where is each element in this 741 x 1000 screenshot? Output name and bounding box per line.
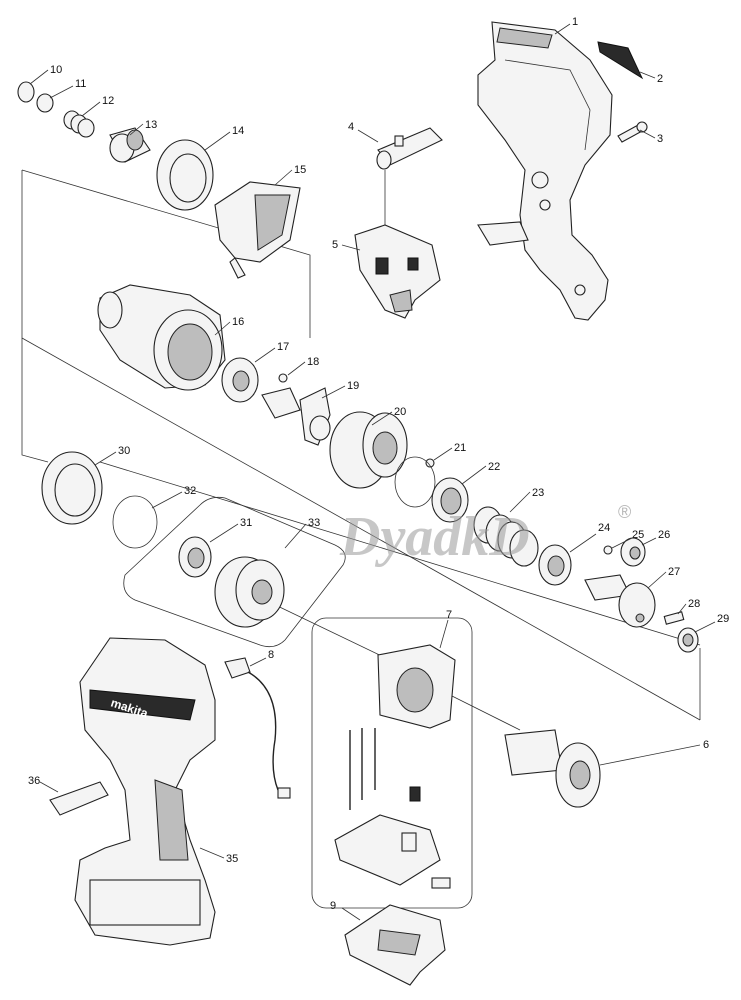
- part-10-retaining-ring: [17, 81, 35, 103]
- label-35: 35: [226, 853, 238, 865]
- label-15: 15: [294, 164, 306, 176]
- label-6: 6: [703, 739, 709, 751]
- label-17: 17: [277, 341, 289, 353]
- part-15-case-cover: [214, 181, 301, 279]
- part-14-bumper-ring: [156, 139, 214, 211]
- part-7-motor-housing-controller: [334, 644, 456, 889]
- part-11-washer: [36, 93, 54, 113]
- label-19: 19: [347, 380, 359, 392]
- part-21-o-ring-line: [394, 456, 436, 508]
- label-9: 9: [330, 900, 336, 912]
- watermark-text: DyadkD: [339, 506, 530, 568]
- part-16-hammer-case: [97, 284, 226, 391]
- label-3: 3: [657, 133, 663, 145]
- label-1: 1: [572, 16, 578, 28]
- part-31-bearing: [178, 536, 212, 578]
- label-10: 10: [50, 64, 62, 76]
- part-26-gear: [620, 537, 646, 567]
- part-27-spindle: [584, 574, 656, 628]
- label-2: 2: [657, 73, 663, 85]
- part-30-ring: [41, 451, 103, 525]
- part-29-thrust-washer: [677, 627, 699, 653]
- label-32: 32: [184, 485, 196, 497]
- part-8-led-wire: [224, 657, 291, 799]
- label-31: 31: [240, 517, 252, 529]
- label-30: 30: [118, 445, 130, 457]
- label-24: 24: [598, 522, 610, 534]
- label-21: 21: [454, 442, 466, 454]
- label-28: 28: [688, 598, 700, 610]
- label-22: 22: [488, 461, 500, 473]
- part-23-compression-spring: [473, 506, 539, 567]
- label-13: 13: [145, 119, 157, 131]
- label-25: 25: [632, 529, 644, 541]
- label-18: 18: [307, 356, 319, 368]
- label-7: 7: [446, 609, 452, 621]
- label-4: 4: [348, 121, 354, 133]
- part-18-ball: [278, 373, 288, 383]
- watermark: DyadkD ®: [339, 502, 631, 568]
- callouts: 1 2 3 4 5 6 7 8 9 10 11 12 13 14 15 16 1…: [28, 16, 729, 921]
- label-29: 29: [717, 613, 729, 625]
- part-1-housing-half: [477, 21, 613, 321]
- label-11: 11: [75, 78, 86, 90]
- part-35-main-housing: [74, 637, 216, 946]
- part-5-switch: [354, 224, 441, 319]
- part-3-screw: [617, 121, 648, 143]
- part-9-battery-terminal: [344, 904, 446, 986]
- part-22-washer: [431, 477, 469, 523]
- part-20-hammer: [309, 411, 408, 489]
- part-6-rotor: [504, 729, 601, 808]
- label-26: 26: [658, 529, 670, 541]
- part-28-pin: [663, 611, 685, 625]
- label-33: 33: [308, 517, 320, 529]
- label-14: 14: [232, 125, 244, 137]
- part-4-switch-lever: [376, 127, 443, 170]
- part-36-hook-plate: [49, 781, 109, 816]
- part-12-spring: [63, 110, 95, 138]
- label-36: 36: [28, 775, 40, 787]
- part-32-o-ring: [112, 495, 158, 549]
- label-20: 20: [394, 406, 406, 418]
- label-16: 16: [232, 316, 244, 328]
- label-5: 5: [332, 239, 338, 251]
- part-33-internal-gear: [214, 556, 285, 628]
- part-21-ball: [425, 458, 435, 468]
- part-25-ball: [603, 545, 613, 555]
- part-2-label-plate: [597, 41, 644, 80]
- watermark-registered-mark: ®: [618, 502, 631, 522]
- label-27: 27: [668, 566, 680, 578]
- label-12: 12: [102, 95, 114, 107]
- part-17-washer: [221, 357, 259, 403]
- label-8: 8: [268, 649, 274, 661]
- part-13-sleeve: [109, 127, 151, 163]
- label-23: 23: [532, 487, 544, 499]
- part-24-washer: [538, 544, 572, 586]
